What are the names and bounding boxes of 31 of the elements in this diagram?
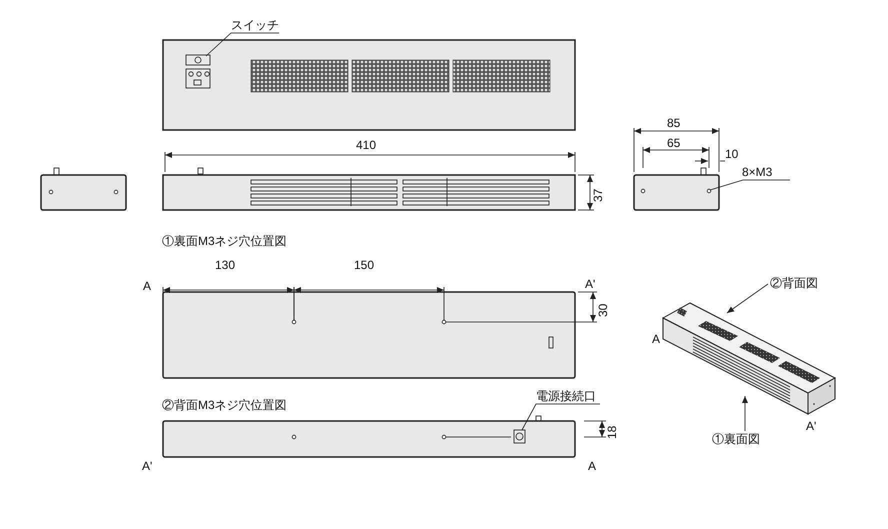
leader-line	[710, 180, 790, 190]
switch-box	[186, 54, 210, 66]
dimension-value: 10	[725, 147, 738, 161]
view-title: ②背面M3ネジ穴位置図	[162, 398, 287, 412]
callout-label: 電源接続口	[536, 389, 596, 403]
view-title: ①裏面M3ネジ穴位置図	[162, 234, 287, 248]
section-mark: A	[143, 279, 152, 293]
power-connector	[514, 430, 526, 444]
section-mark: A'	[585, 277, 596, 291]
callout-label: 8×M3	[742, 165, 772, 179]
heater-isometric-drawing	[662, 302, 836, 415]
dimension-value: 410	[356, 138, 376, 152]
section-mark: A'	[142, 459, 152, 473]
section-mark: A	[588, 459, 596, 473]
dimension-value: 65	[667, 136, 680, 150]
leader-line	[522, 404, 600, 430]
view-callout-label: ①裏面図	[712, 432, 760, 446]
callout-label: スイッチ	[231, 18, 279, 32]
arrow	[726, 284, 768, 314]
dimension-value: 37	[591, 188, 605, 202]
dimension-value: 130	[215, 258, 236, 272]
dimension-value: 18	[605, 426, 619, 439]
dimension-value: 30	[596, 304, 610, 317]
arrow	[742, 396, 748, 432]
leader-line	[206, 32, 280, 56]
section-mark: A	[652, 332, 660, 346]
section-mark: A'	[806, 419, 816, 433]
screw-hole	[706, 188, 712, 194]
dimension-value: 150	[354, 258, 374, 272]
view-callout-label: ②背面図	[770, 276, 818, 290]
dimension-value: 85	[667, 116, 680, 130]
